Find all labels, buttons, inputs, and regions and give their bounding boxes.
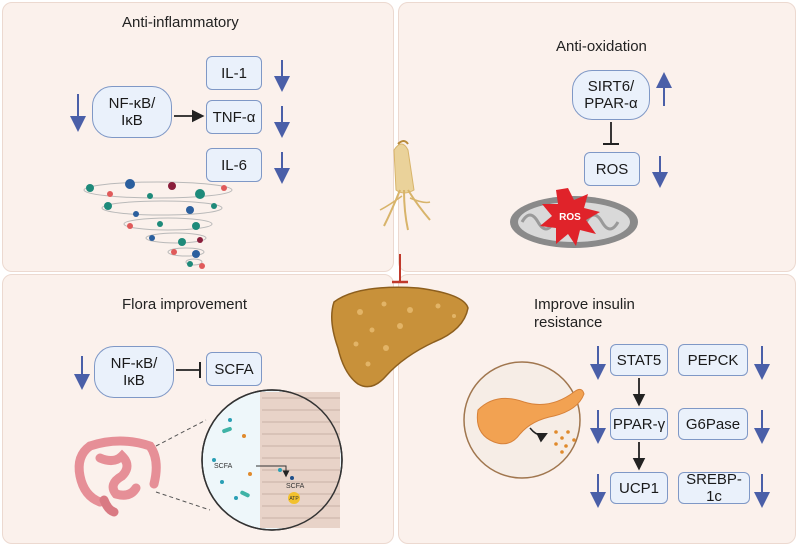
tornado-icon — [83, 181, 233, 266]
inhibit-line-nfkb-scfa — [176, 362, 201, 378]
ginseng-root-icon — [379, 140, 431, 231]
ros-badge-label: ROS — [559, 212, 581, 223]
inset-atp-label: ATP — [289, 496, 299, 502]
gut-lumen-inset: SCFA SCFA ATP — [201, 389, 343, 531]
tnf-alpha-box: TNF-α — [206, 100, 262, 134]
liver-icon — [331, 286, 469, 388]
nfkb-box-inflammatory: NF-κB/ IκB — [92, 86, 172, 138]
pancreas-inset — [463, 361, 585, 479]
intestine-icon — [74, 436, 161, 517]
title-anti-oxidation: Anti-oxidation — [556, 38, 647, 55]
ros-box: ROS — [584, 152, 640, 186]
pepck-box: PEPCK — [678, 344, 748, 376]
title-flora-improvement: Flora improvement — [122, 296, 248, 313]
inset-scfa-label: SCFA — [214, 463, 233, 470]
nfkb-box-flora: NF-κB/ IκB — [94, 346, 174, 398]
ppar-gamma-box: PPAR-γ — [610, 408, 668, 440]
g6pase-box: G6Pase — [678, 408, 748, 440]
il6-box: IL-6 — [206, 148, 262, 182]
ucp1-box: UCP1 — [610, 472, 668, 504]
srebp1c-box: SREBP-1c — [678, 471, 750, 505]
stat5-box: STAT5 — [610, 344, 668, 376]
pancreas-icon — [476, 388, 585, 445]
zoom-lines — [155, 419, 211, 511]
ros-burst-icon: ROS — [540, 188, 600, 246]
inhibit-line-sirt6-ros — [603, 122, 619, 145]
inset-scfa-label-2: SCFA — [286, 483, 305, 490]
title-anti-inflammatory: Anti-inflammatory — [122, 14, 239, 31]
title-insulin-resistance: Improve insulin resistance — [534, 296, 635, 331]
il1-box: IL-1 — [206, 56, 262, 90]
inhibit-line-ginseng-liver — [392, 254, 408, 284]
cytokine-dots — [86, 179, 227, 269]
scfa-box: SCFA — [206, 352, 262, 386]
sirt6-ppar-alpha-box: SIRT6/ PPAR-α — [572, 70, 650, 120]
down-arrow-icon — [590, 346, 770, 508]
